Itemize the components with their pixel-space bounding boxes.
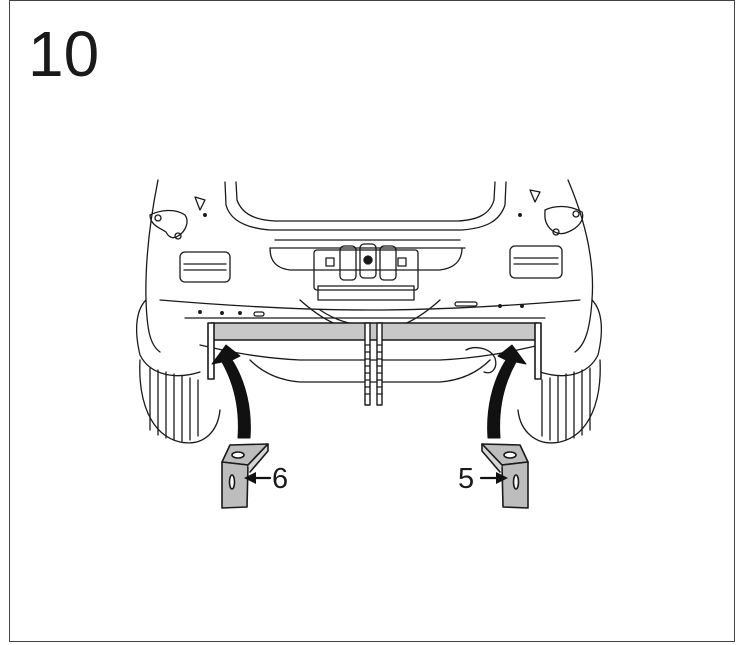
pointer-arrow-icon [479,472,508,484]
pointer-arrow-icon [244,472,272,484]
left-tail-light [179,251,231,283]
right-bracket-icon [481,443,529,509]
curved-arrow-icon [211,344,251,439]
right-wheel [517,359,601,444]
left-wheel [139,359,221,444]
part-callout-right: 5 [458,463,475,495]
curved-arrow-icon [487,344,527,439]
instruction-panel [9,0,735,642]
crossbar [207,322,542,406]
right-hook-detail [529,189,584,236]
car-rear-outline [135,179,603,383]
left-bracket-icon [221,443,269,509]
step-number: 10 [28,18,100,90]
left-hook-detail [149,196,206,240]
part-callout-left: 6 [272,463,289,495]
center-mount [313,243,419,301]
right-tail-light [509,245,563,279]
